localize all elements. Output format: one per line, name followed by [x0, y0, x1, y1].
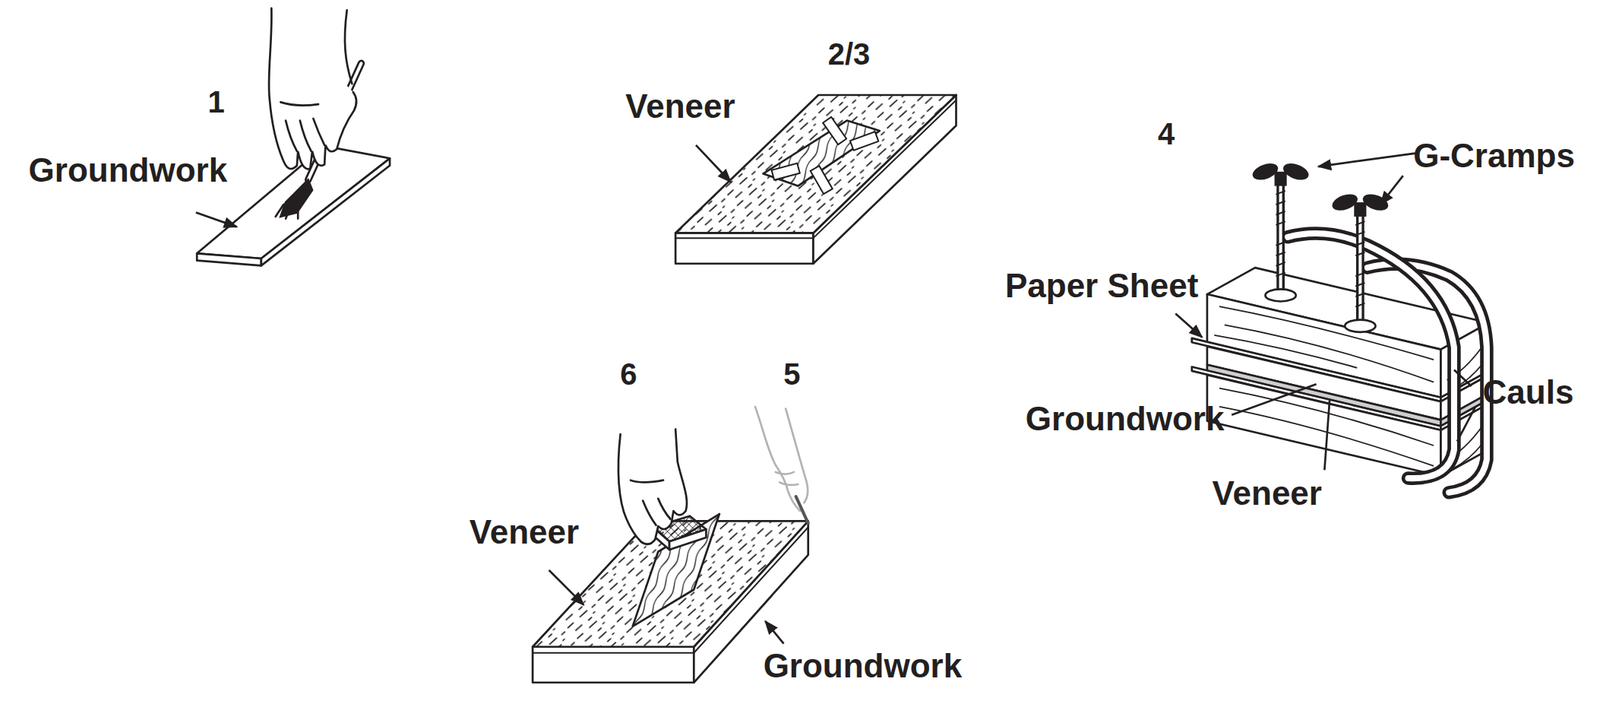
leader-lines — [549, 569, 785, 644]
screw-thread — [1276, 190, 1285, 276]
cramp-screw — [1356, 212, 1365, 323]
cramp-frame — [1287, 233, 1455, 478]
part-label: G-Cramps — [1413, 139, 1575, 173]
wing-nut — [1353, 202, 1367, 217]
cramp-screw-inner — [1358, 212, 1362, 323]
wing-nut — [1274, 171, 1287, 187]
part-label: Cauls — [1483, 375, 1575, 409]
caul-grain — [1214, 306, 1434, 382]
board-edge — [196, 252, 262, 266]
leader-line — [1324, 400, 1330, 470]
hand-outline — [268, 8, 357, 170]
part-label: Veneer — [1212, 476, 1322, 510]
leader-line — [196, 212, 238, 228]
veneer-tape — [822, 116, 847, 145]
leader-line — [1231, 383, 1316, 415]
leader-line — [765, 620, 784, 644]
brush-bristles — [280, 180, 313, 217]
cramp-screw — [1276, 181, 1285, 292]
hand-outline — [755, 406, 800, 511]
finger-line — [775, 471, 799, 485]
leader-line — [1454, 369, 1472, 387]
step-number: 1 — [208, 86, 225, 117]
step-6-hand — [618, 428, 707, 550]
step-number: 2/3 — [828, 38, 871, 70]
finger-line — [280, 101, 325, 152]
part-label: Veneer — [625, 89, 735, 124]
hand-outline — [344, 9, 352, 84]
cramp-pad — [1344, 319, 1376, 333]
step-1-hand — [268, 8, 362, 219]
cramp-frame-inner — [1287, 233, 1455, 478]
cramp-screw-inner — [1279, 181, 1283, 292]
sanding-block — [669, 528, 706, 550]
screw-thread — [1356, 221, 1365, 307]
leader-line — [1175, 313, 1202, 338]
knife — [796, 496, 809, 523]
board-edge — [261, 158, 390, 266]
hand-outline — [618, 428, 687, 544]
step-number: 5 — [783, 358, 800, 389]
part-label: Groundwork — [28, 153, 228, 187]
part-label: Paper Sheet — [1005, 268, 1199, 303]
step-5-hand — [755, 406, 809, 523]
step-4-press — [1192, 267, 1490, 476]
veneer-tape — [771, 163, 800, 181]
cramp-pad — [1264, 288, 1296, 301]
finger-line — [630, 480, 671, 525]
leader-line — [1457, 406, 1476, 442]
leader-line — [1318, 153, 1416, 167]
veneer-tape — [810, 165, 833, 194]
step-number: 6 — [619, 358, 637, 389]
veneer-tape — [850, 131, 879, 151]
caul-front — [1207, 374, 1442, 476]
hand-outline — [785, 408, 808, 503]
part-label: Veneer — [469, 515, 579, 549]
leader-line — [695, 145, 731, 182]
g-cramp — [1250, 160, 1487, 493]
leader-line — [1380, 175, 1404, 205]
part-label: Groundwork — [763, 648, 963, 683]
leader-line — [549, 569, 585, 605]
brush-bristles — [275, 204, 299, 219]
part-label: Groundwork — [1025, 401, 1225, 436]
step-number: 4 — [1157, 118, 1175, 149]
